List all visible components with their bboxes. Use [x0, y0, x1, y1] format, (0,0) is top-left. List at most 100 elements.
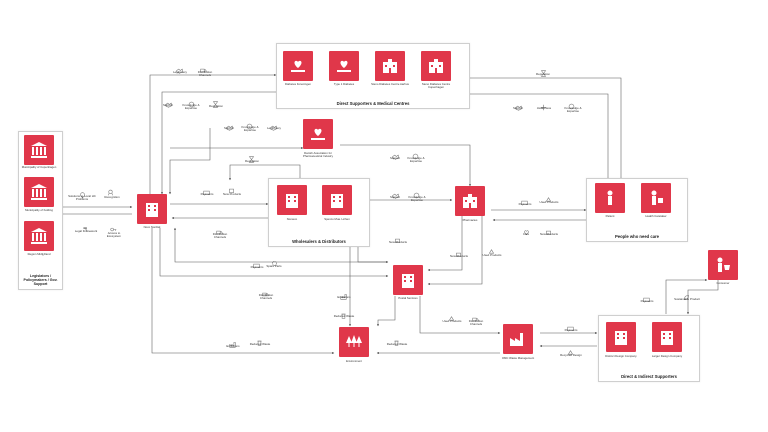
hospital-icon — [429, 59, 443, 73]
box-icon — [394, 231, 401, 243]
recycle-icon — [488, 243, 495, 254]
environment-tile[interactable] — [339, 327, 369, 357]
hourglass-icon — [540, 64, 547, 77]
edge-label: Legal Framework — [74, 229, 98, 233]
edge-label: Payments — [640, 299, 654, 303]
edge-label: New Products — [450, 254, 468, 258]
money-icon — [253, 256, 260, 268]
municipality-copenhagen-tile[interactable] — [24, 135, 54, 165]
nomeco-tile[interactable] — [277, 185, 307, 215]
edge-label: Reputation — [209, 104, 223, 108]
brain-icon — [413, 186, 420, 199]
health-caretaker-tile[interactable] — [641, 183, 671, 213]
person-icon — [607, 190, 613, 205]
ribbon-icon — [107, 183, 114, 196]
heart-hand-icon — [337, 60, 351, 72]
truck-icon — [200, 61, 207, 73]
edge-label: Used Products — [539, 200, 559, 204]
edge-label: Used Products — [482, 253, 502, 257]
brain-icon — [188, 95, 195, 108]
node-label: Danish Association for Pharmaceutical In… — [302, 151, 333, 159]
consumer-tile[interactable] — [708, 250, 738, 280]
edge-label: Payments — [518, 202, 532, 206]
office-building-icon — [286, 194, 298, 208]
node-label: Diabetes Foreningen — [285, 82, 311, 86]
novo-nordisk-tile[interactable] — [137, 194, 167, 224]
node-label: Steno Diabetes Centre Copenhagen — [421, 82, 451, 90]
handshake-icon — [226, 118, 233, 131]
danish-association-tile[interactable] — [303, 119, 333, 149]
node-label: Pharmacies — [462, 218, 478, 222]
office-building-icon — [331, 194, 343, 208]
handshake-icon — [392, 186, 399, 199]
edge-label: Solutions to Local HC Problems — [68, 194, 96, 202]
edge-people-supporters — [467, 76, 622, 182]
money-icon — [203, 183, 210, 195]
trash-icon — [256, 333, 263, 346]
edge-label: Knowledge & Expertise — [407, 156, 425, 164]
edge-label: Support — [389, 195, 401, 199]
node-label: Patient — [605, 214, 615, 218]
edge-label: Knowledge & Expertise — [564, 106, 582, 114]
handshake-icon — [270, 118, 277, 131]
box-icon — [228, 181, 235, 193]
shopping-person-icon — [717, 257, 730, 272]
office-building-icon — [146, 203, 158, 217]
key-icon — [110, 220, 117, 232]
edge-label: Reduced Waste — [386, 342, 408, 346]
node-label: Distinct Design Company — [605, 354, 637, 358]
diabetes-foreningen-tile[interactable] — [283, 51, 313, 81]
edge-label: Distribution Channels — [468, 319, 484, 327]
edge-supporters-people — [468, 93, 610, 183]
municipality-kolding-tile[interactable] — [24, 177, 54, 207]
edge-label: Reduced Waste — [333, 314, 355, 318]
pharmacies-tile[interactable] — [455, 186, 485, 216]
node-label: Nomeco — [286, 217, 298, 221]
money-icon — [521, 193, 528, 205]
postal-services-tile[interactable] — [393, 265, 423, 295]
node-label: Health Caretaker — [645, 214, 667, 218]
edge-label: Support — [389, 156, 401, 160]
government-building-icon — [31, 142, 47, 158]
recycle-icon — [567, 344, 574, 355]
office-building-icon — [615, 331, 627, 345]
edge-label: Care — [522, 232, 530, 236]
edge-label: Emissions — [337, 295, 351, 299]
group-title: People who need care — [615, 234, 659, 239]
distinct-design-tile[interactable] — [606, 322, 636, 352]
patient-tile[interactable] — [595, 183, 625, 213]
office-building-icon — [661, 331, 673, 345]
box-icon — [545, 223, 552, 235]
node-label: Postal Services — [398, 296, 418, 300]
steno-aarhus-tile[interactable] — [375, 51, 405, 81]
truck-icon — [262, 285, 269, 297]
edge-label: Support — [223, 126, 235, 130]
handshake-icon — [165, 95, 172, 108]
caretaker-icon — [651, 190, 663, 205]
plus-icon — [540, 98, 547, 111]
node-label: Consumer — [716, 281, 730, 285]
region-midtjylland-tile[interactable] — [24, 221, 54, 251]
edge-label: New Products — [223, 192, 241, 196]
larger-design-tile[interactable] — [652, 322, 682, 352]
edge-novo-supporters — [149, 73, 277, 194]
edge-label: New Products — [389, 240, 407, 244]
spenco-tile[interactable] — [322, 185, 352, 215]
edge-label: Distribution Channels — [258, 293, 274, 301]
factory-small-icon — [340, 287, 347, 300]
edge-label: Support — [162, 103, 174, 107]
heart-hand-icon — [291, 60, 305, 72]
waste-management-tile[interactable] — [503, 324, 533, 354]
trash-icon — [393, 333, 400, 346]
steno-copenhagen-tile[interactable] — [421, 51, 451, 81]
heart-hand-icon — [311, 128, 325, 140]
type1-diabetes-tile[interactable] — [329, 51, 359, 81]
node-label: OMC Waste Management — [501, 356, 535, 360]
edge-label: Knowledge & Expertise — [241, 125, 259, 133]
node-label: Spenco Mua. Lichen — [324, 217, 350, 221]
edge-label: Distribution Channels — [212, 232, 228, 240]
edge-label: Spare Parts — [266, 264, 282, 268]
brain-icon — [246, 117, 253, 130]
edge-label: New Products — [540, 232, 558, 236]
edge-label: Reputation — [245, 159, 259, 163]
